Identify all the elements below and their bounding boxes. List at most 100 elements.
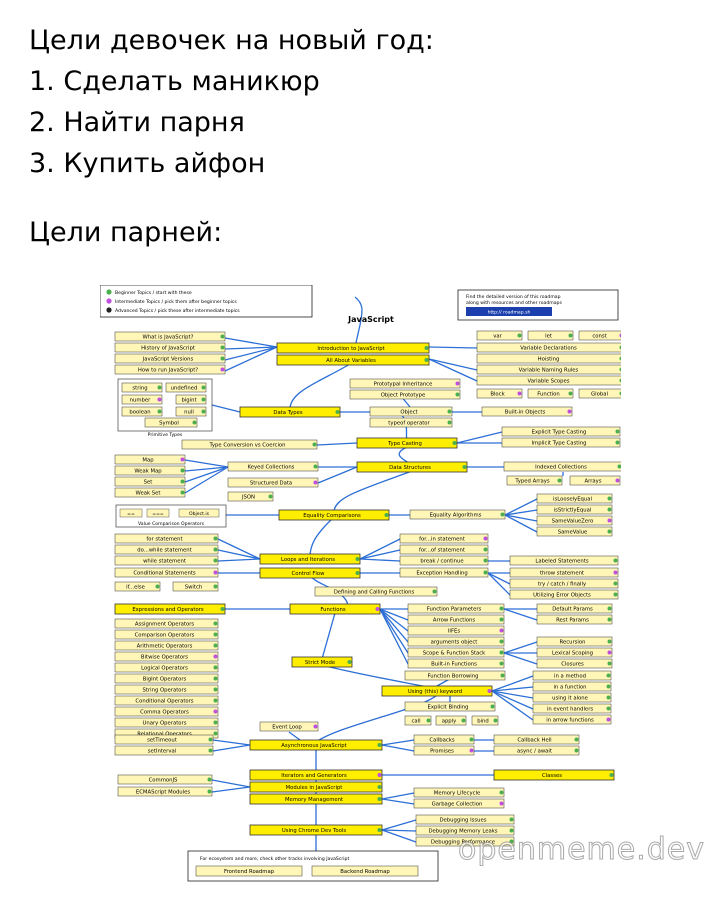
roadmap-node[interactable]: for statement (114, 533, 219, 544)
roadmap-node[interactable]: BigInt Operators (114, 673, 219, 684)
roadmap-node[interactable]: What is JavaScript? (114, 331, 226, 342)
roadmap-node[interactable]: Debugging Memory Leaks (415, 825, 515, 836)
roadmap-node[interactable]: ECMAScript Modules (117, 786, 213, 797)
roadmap-node[interactable]: isStrictlyEqual (536, 504, 613, 515)
roadmap-node[interactable]: while statement (114, 555, 219, 566)
roadmap-node[interactable]: String Operators (114, 684, 219, 695)
roadmap-node[interactable]: Function Parameters (407, 603, 505, 614)
roadmap-node[interactable]: Labeled Statements (509, 555, 619, 566)
roadmap-node[interactable]: isLooselyEqual (536, 493, 613, 504)
backend-roadmap-button[interactable] (311, 865, 419, 877)
roadmap-node[interactable]: using it alone (532, 692, 612, 703)
frontend-roadmap-button[interactable] (195, 865, 303, 877)
roadmap-node[interactable]: Implicit Type Casting (501, 437, 621, 448)
roadmap-node[interactable]: Comma Operators (114, 706, 219, 717)
roadmap-node[interactable]: try / catch / finally (509, 578, 619, 589)
roadmap-node[interactable]: Variable Declarations (476, 342, 621, 353)
roadmap-node[interactable]: Debugging Performance (415, 836, 515, 847)
roadmap-node[interactable]: Functions (289, 603, 381, 615)
roadmap-node[interactable]: Data Types (239, 406, 341, 418)
roadmap-node[interactable]: setTimeout (114, 734, 214, 745)
roadmap-node[interactable]: Introduction to JavaScript (276, 342, 430, 354)
roadmap-node[interactable]: History of JavaScript (114, 342, 226, 353)
roadmap-node[interactable]: Variable Naming Rules (476, 364, 621, 375)
roadmap-node[interactable]: let (527, 330, 574, 341)
roadmap-node[interactable]: Prototypal Inheritance (349, 378, 461, 389)
roadmap-node[interactable]: Comparison Operators (114, 629, 219, 640)
roadmap-node[interactable]: Recursion (536, 636, 613, 647)
roadmap-node[interactable]: for...in statement (399, 533, 489, 544)
roadmap-node[interactable]: Closures (536, 658, 613, 669)
roadmap-node[interactable]: Structured Data (227, 477, 319, 488)
roadmap-node[interactable]: Built-in Objects (481, 406, 573, 417)
roadmap-node[interactable]: Asynchronous JavaScript (249, 739, 383, 751)
roadmap-node[interactable]: in arrow functions (532, 714, 612, 725)
roadmap-node[interactable]: All About Variables (276, 354, 430, 366)
roadmap-node[interactable]: Assignment Operators (114, 618, 219, 629)
roadmap-node[interactable]: Explicit Type Casting (501, 426, 621, 437)
roadmap-node[interactable]: Exception Handling (399, 567, 489, 578)
roadmap-node[interactable]: do...while statement (114, 544, 219, 555)
roadmap-node[interactable]: Iterators and Generators (249, 769, 383, 781)
roadmap-node[interactable]: Logical Operators (114, 662, 219, 673)
roadmap-node[interactable]: async / await (493, 745, 580, 756)
roadmap-node[interactable]: CommonJS (117, 774, 213, 785)
roadmap-node[interactable]: Typed Arrays (506, 475, 563, 486)
roadmap-node[interactable]: Debugging Issues (415, 814, 515, 825)
roadmap-node[interactable]: throw statement (509, 567, 619, 578)
roadmap-node[interactable]: Unary Operators (114, 717, 219, 728)
roadmap-node[interactable]: Conditional Statements (114, 567, 219, 578)
roadmap-node[interactable]: Equality Comparisons (278, 509, 390, 521)
roadmap-link-button[interactable] (466, 307, 552, 316)
roadmap-node[interactable]: Function Borrowing (404, 670, 506, 681)
roadmap-node[interactable]: Explicit Binding (404, 701, 496, 712)
roadmap-node[interactable]: Using Chrome Dev Tools (249, 824, 383, 836)
roadmap-node[interactable]: Arithmetic Operators (114, 640, 219, 651)
roadmap-node[interactable]: Expressions and Operators (114, 603, 226, 615)
roadmap-node[interactable]: Data Structures (356, 461, 468, 473)
roadmap-node[interactable]: IIFEs (407, 625, 505, 636)
roadmap-node[interactable]: Symbol (144, 417, 198, 428)
roadmap-node[interactable]: Default Params (536, 603, 613, 614)
roadmap-node[interactable]: Strict Mode (291, 656, 353, 668)
roadmap-node[interactable]: Modules in JavaScript (249, 781, 383, 793)
roadmap-node[interactable]: for...of statement (399, 544, 489, 555)
roadmap-node[interactable]: Indexed Collections (503, 461, 621, 472)
roadmap-node[interactable]: apply (435, 715, 467, 726)
roadmap-node[interactable]: in event handlers (532, 703, 612, 714)
roadmap-node[interactable]: typeof operator (369, 417, 453, 428)
roadmap-node[interactable]: break / continue (399, 555, 489, 566)
roadmap-node[interactable]: call (404, 715, 432, 726)
roadmap-node[interactable]: Bitwise Operators (114, 651, 219, 662)
roadmap-node[interactable]: in a function (532, 681, 612, 692)
roadmap-node[interactable]: Variable Scopes (476, 375, 621, 386)
roadmap-node[interactable]: Arrow Functions (407, 614, 505, 625)
roadmap-node[interactable]: Utilizing Error Objects (509, 589, 619, 600)
roadmap-node[interactable]: Keyed Collections (227, 461, 319, 472)
roadmap-node[interactable]: Built-in Functions (407, 658, 505, 669)
roadmap-node[interactable]: Callbacks (413, 734, 475, 745)
roadmap-node[interactable]: Memory Management (249, 793, 383, 805)
roadmap-node[interactable]: Event Loop (259, 721, 319, 732)
roadmap-node[interactable]: Type Casting (356, 437, 458, 449)
roadmap-node[interactable]: in a method (532, 670, 612, 681)
roadmap-node[interactable]: Classes (493, 769, 615, 781)
roadmap-node[interactable]: Garbage Collection (413, 798, 505, 809)
roadmap-node[interactable]: Rest Params (536, 614, 613, 625)
roadmap-node[interactable]: Weak Set (114, 487, 186, 498)
roadmap-node[interactable]: Map (114, 454, 186, 465)
roadmap-node[interactable]: Function (527, 388, 574, 399)
roadmap-node[interactable]: if...else (114, 581, 161, 592)
roadmap-node[interactable]: Hoisting (476, 353, 621, 364)
roadmap-node[interactable]: bind (471, 715, 499, 726)
roadmap-node[interactable]: Arrays (569, 475, 621, 486)
roadmap-node[interactable]: Lexical Scoping (536, 647, 613, 658)
roadmap-node[interactable]: Object (369, 406, 453, 417)
roadmap-node[interactable]: Object Prototype (349, 389, 461, 400)
roadmap-node[interactable]: const (578, 330, 621, 341)
roadmap-node[interactable]: Defining and Calling Functions (314, 586, 438, 597)
roadmap-node[interactable]: SameValueZero (536, 515, 613, 526)
roadmap-node[interactable]: Loops and Iterations (259, 553, 361, 565)
roadmap-node[interactable]: Scope & Function Stack (407, 647, 505, 658)
roadmap-node[interactable]: SameValue (536, 526, 613, 537)
